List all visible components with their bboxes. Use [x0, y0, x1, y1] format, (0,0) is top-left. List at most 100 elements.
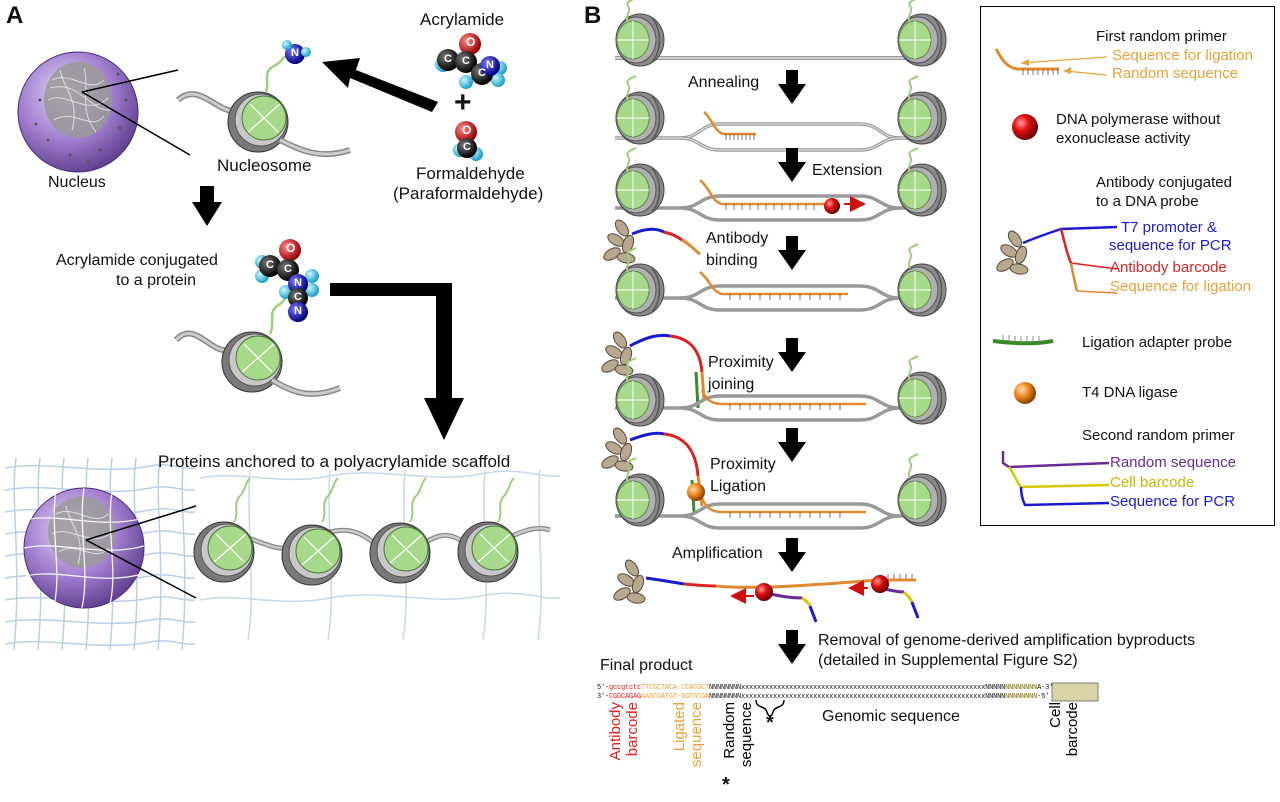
arrow-down-a — [192, 186, 222, 226]
legend-first-primer-icon — [994, 48, 1108, 76]
step-proximity-joining-1: Proximity — [708, 354, 774, 371]
step-row-4 — [601, 217, 947, 317]
atom-o-1: O — [466, 35, 476, 49]
seq-top-orange: TTCGCTACA-CCACGCT — [641, 684, 710, 692]
seq-bot-black: NNNNNNNNxxxxxxxxxxxxxxxxxxxxxxxxxxxxxxxx… — [709, 693, 1006, 701]
seq-top-yellow: NNNNNNNN — [1005, 684, 1038, 692]
step-row-2 — [615, 75, 947, 152]
legend-box — [980, 6, 1275, 526]
seq-bot-3prime: 3'- — [597, 693, 610, 701]
arrow-fixation — [322, 58, 438, 112]
step-removal-2: (detailed in Supplemental Figure S2) — [818, 652, 1078, 669]
vlabel-ligated-sequence-2: sequence — [687, 702, 705, 768]
panel-letter-b: B — [584, 2, 602, 29]
legend-ligation-adapter: Ligation adapter probe — [1082, 334, 1233, 351]
step-row-5 — [599, 329, 947, 427]
atom-n-4: N — [294, 305, 302, 317]
atom-n-1: N — [486, 59, 494, 71]
label-conjugated-2: to a protein — [116, 272, 197, 289]
step-row-7 — [611, 557, 920, 623]
atom-n-3: N — [294, 277, 302, 289]
seq-bot-red: CGGCAGAG — [609, 693, 642, 701]
atom-o-2: O — [462, 123, 472, 137]
seq-bot-yellow: NNNNNNNN — [1005, 693, 1038, 701]
step-antibody-1: Antibody — [706, 230, 769, 247]
arrow-proximity-ligation — [778, 428, 806, 462]
sequence-top-strand: 5'-gccgtctcTTCGCTACA-CCACGCTNNNNNNNNxxxx… — [597, 684, 1053, 692]
arrow-amplification — [778, 538, 806, 572]
label-conjugated-1: Acrylamide conjugated — [56, 252, 218, 269]
nucleus-embedded — [23, 487, 145, 609]
label-acrylamide: Acrylamide — [420, 10, 505, 29]
legend-second-primer-icon — [1001, 451, 1110, 507]
legend-t7-2: sequence for PCR — [1109, 237, 1232, 254]
label-plus: + — [454, 86, 472, 119]
seq-bot-orange: AAGCGATGT-GGTGCGA — [641, 693, 710, 701]
panel-b — [599, 0, 1099, 717]
arrow-removal — [778, 630, 806, 664]
legend-cell-barcode: Cell barcode — [1110, 474, 1195, 491]
label-formaldehyde: Formaldehyde — [416, 164, 525, 183]
atom-o-3: O — [286, 241, 296, 255]
legend-t4-ligase: T4 DNA ligase — [1082, 384, 1178, 401]
legend-t7-1: T7 promoter & — [1121, 219, 1217, 236]
legend-polymerase-2: exonuclease activity — [1056, 130, 1191, 147]
seq-bot-5prime: -5' — [1037, 693, 1050, 701]
vlabel-antibody-barcode-2: barcode — [623, 702, 641, 757]
seq-top-black: NNNNNNNNxxxxxxxxxxxxxxxxxxxxxxxxxxxxxxxx… — [709, 684, 1006, 692]
legend-polymerase-icon — [1012, 114, 1038, 140]
step-proximity-joining-2: joining — [708, 376, 755, 393]
arrow-antibody — [778, 236, 806, 270]
atom-c-6: C — [284, 263, 292, 275]
step-row-3 — [615, 147, 947, 222]
step-proximity-ligation-1: Proximity — [710, 456, 776, 473]
arrow-annealing — [778, 70, 806, 104]
star-genomic: * — [766, 712, 774, 734]
atom-c-1: C — [444, 53, 452, 65]
step-removal-1: Removal of genome-derived amplification … — [818, 632, 1196, 649]
legend-sequence-for-ligation-2: Sequence for ligation — [1110, 278, 1251, 295]
legend-polymerase-1: DNA polymerase without — [1056, 111, 1221, 128]
legend-antibody-icon — [994, 225, 1118, 294]
legend-random-sequence: Random sequence — [1112, 65, 1238, 82]
legend-second-random-primer: Second random primer — [1082, 427, 1235, 444]
atom-c-3: C — [478, 67, 486, 79]
acrylamide-molecule — [435, 33, 507, 89]
arrow-to-scaffold — [330, 283, 464, 440]
star-random: * — [722, 774, 730, 796]
genomic-sequence-label: Genomic sequence — [822, 708, 960, 725]
legend-adapter-icon — [992, 339, 1054, 346]
legend-first-random-primer: First random primer — [1096, 28, 1227, 45]
atom-c-7: C — [294, 291, 302, 303]
arrow-extension — [778, 148, 806, 182]
vlabel-cell-barcode-2: barcode — [1063, 702, 1081, 757]
legend-random-sequence-2: Random sequence — [1110, 454, 1236, 471]
step-extension: Extension — [812, 162, 883, 179]
nucleosome-conjugated — [173, 239, 342, 397]
vlabel-antibody-barcode-1: Antibody — [607, 702, 624, 761]
vlabel-random-sequence-1: Random — [721, 702, 738, 759]
legend-ligase-icon — [1014, 382, 1036, 404]
atom-c-2: C — [462, 55, 470, 67]
step-proximity-ligation-2: Ligation — [710, 478, 767, 495]
panel-a — [4, 33, 561, 651]
step-annealing: Annealing — [688, 74, 760, 91]
legend-antibody-barcode: Antibody barcode — [1110, 259, 1227, 276]
legend-antibody-conj-1: Antibody conjugated — [1096, 174, 1232, 191]
vlabel-random-sequence-2: sequence — [737, 702, 755, 768]
label-nucleosome: Nucleosome — [217, 156, 312, 175]
label-nucleus: Nucleus — [48, 174, 106, 191]
seq-top-5prime: 5'- — [597, 684, 610, 692]
formaldehyde-molecule — [453, 121, 483, 161]
nucleus-sphere — [17, 51, 139, 173]
scaffold-chain — [193, 469, 561, 641]
arrow-proximity-joining — [778, 338, 806, 372]
final-product-label: Final product — [600, 657, 693, 674]
sequence-bottom-strand: 3'-CGGCAGAGAAGCGATGT-GGTGCGANNNNNNNNxxxx… — [597, 693, 1049, 701]
seq-top-red: gccgtctc — [609, 684, 642, 692]
